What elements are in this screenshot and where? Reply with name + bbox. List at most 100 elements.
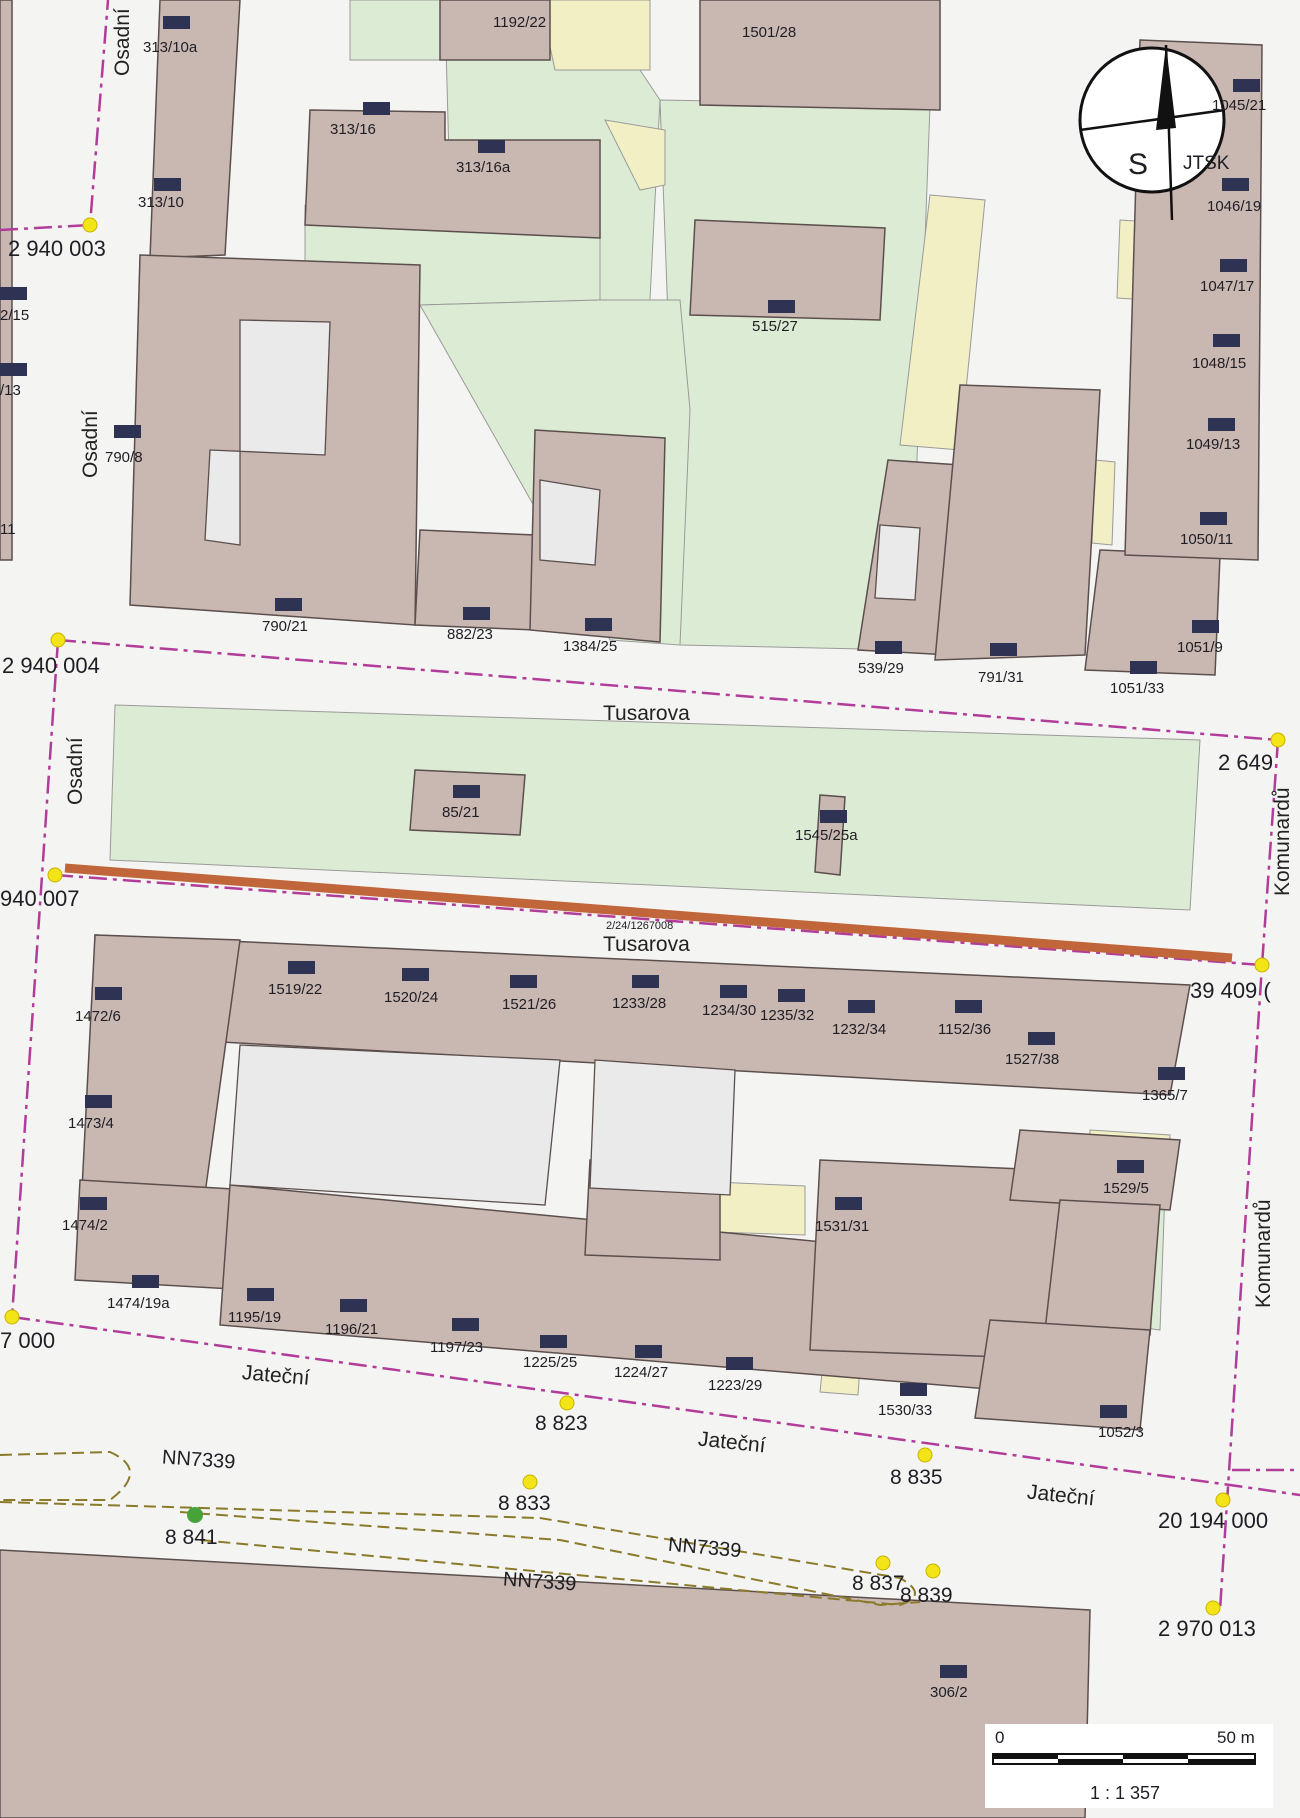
parcel-label: 1472/6 (75, 1008, 121, 1025)
parcel-label: 1527/38 (1005, 1051, 1060, 1068)
parcel-label: 1224/27 (614, 1364, 669, 1381)
street-label: Komunardů (1252, 1199, 1275, 1308)
parcel-marker (540, 1335, 567, 1348)
parcel-marker (402, 968, 429, 981)
node-label: 940 007 (0, 886, 80, 911)
point-label: 8 839 (900, 1584, 953, 1607)
parcel-marker (900, 1383, 927, 1396)
parcel-label: 85/21 (442, 804, 480, 821)
parcel-label: 1384/25 (563, 638, 618, 655)
section-label: 2/24/1267008 (606, 920, 674, 932)
parcel-marker (1117, 1160, 1144, 1173)
parcel-label: 1197/23 (430, 1339, 484, 1356)
parcel-marker (453, 785, 480, 798)
node-label: 7 000 (0, 1328, 56, 1353)
parcel-marker (632, 975, 659, 988)
parcel-label: 1051/33 (1110, 680, 1165, 697)
parcel-marker (114, 425, 141, 438)
parcel-label: 1531/31 (815, 1218, 870, 1235)
parcel-marker (778, 989, 805, 1002)
parcel-label: 11 (0, 521, 16, 538)
parcel-marker (132, 1275, 159, 1288)
parcel-label: 1047/17 (1200, 278, 1255, 295)
parcel-marker (463, 607, 490, 620)
parcel-label: 1234/30 (702, 1002, 757, 1019)
parcel-marker (768, 300, 795, 313)
parcel-label: 1045/21 (1212, 97, 1267, 114)
parcel-label: 2/15 (0, 307, 30, 324)
street-label: Osadní (64, 737, 87, 805)
parcel-label: 313/10 (138, 194, 184, 211)
parcel-label: 1521/26 (502, 996, 557, 1013)
parcel-label: 1474/2 (62, 1217, 108, 1234)
parcel-label: 1501/28 (742, 24, 797, 41)
parcel-marker (85, 1095, 112, 1108)
parcel-label: 313/16a (456, 159, 511, 176)
scale-start: 0 (995, 1728, 1005, 1747)
node-label: 2 970 013 (1158, 1616, 1256, 1641)
parcel-marker (0, 363, 27, 376)
street-label: Osadní (111, 8, 134, 76)
compass-north-letter: S (1128, 148, 1149, 181)
scale-ratio: 1 : 1 357 (1090, 1783, 1161, 1803)
parcel-label: 1051/9 (1177, 639, 1223, 656)
parcel-label: 313/16 (330, 121, 376, 138)
parcel-label: 1152/36 (938, 1021, 992, 1038)
node-label: 2 649 (1218, 750, 1274, 775)
parcel-marker (848, 1000, 875, 1013)
parcel-label: 313/10a (143, 39, 198, 56)
scale-end: 50 m (1217, 1728, 1255, 1747)
street-label: Jateční (241, 1361, 311, 1390)
point-label: 8 833 (498, 1492, 551, 1515)
parcel-marker (95, 987, 122, 1000)
parcel-marker (990, 643, 1017, 656)
street-label: Tusarova (603, 702, 690, 725)
point-label: 8 835 (890, 1466, 943, 1489)
point-label: 8 841 (165, 1526, 218, 1549)
parcel-label: 1530/33 (878, 1402, 933, 1419)
parcel-marker (1100, 1405, 1127, 1418)
parcel-marker (726, 1357, 753, 1370)
parcel-label: 1365/7 (1142, 1087, 1188, 1104)
parcel-marker (154, 178, 181, 191)
parcel-marker (1192, 620, 1219, 633)
parcel-marker (835, 1197, 862, 1210)
parcel-marker (955, 1000, 982, 1013)
parcel-label: 1519/22 (268, 981, 323, 998)
parcel-marker (510, 975, 537, 988)
parcel-marker (0, 287, 27, 300)
parcel-label: 1049/13 (1186, 436, 1241, 453)
parcel-label: 1195/19 (228, 1309, 282, 1326)
parcel-label: 1473/4 (68, 1115, 114, 1132)
parcel-marker (1222, 178, 1249, 191)
parcel-label: 539/29 (858, 660, 904, 677)
parcel-label: 1474/19a (107, 1295, 170, 1312)
parcel-marker (1158, 1067, 1185, 1080)
cable-label: NN7339 (502, 1568, 578, 1596)
parcel-label: 515/27 (752, 318, 798, 335)
parcel-marker (1220, 259, 1247, 272)
parcel-label: 1520/24 (384, 989, 439, 1006)
parcel-marker (820, 810, 847, 823)
parcel-marker (340, 1299, 367, 1312)
parcel-label: 790/8 (105, 449, 143, 466)
parcel-marker (1028, 1032, 1055, 1045)
parcel-marker (288, 961, 315, 974)
parcel-label: 790/21 (262, 618, 308, 635)
scale-graphic (992, 1753, 1256, 1765)
parcel-marker (875, 641, 902, 654)
parcel-marker (163, 16, 190, 29)
parcel-label: 1545/25a (795, 827, 858, 844)
parcel-label: 1529/5 (1103, 1180, 1149, 1197)
node-label: 2 940 004 (2, 653, 100, 678)
compass-rose (1078, 44, 1226, 221)
point-label: 8 837 (852, 1572, 905, 1595)
parcel-marker (585, 618, 612, 631)
parcel-marker (247, 1288, 274, 1301)
street-label: Osadní (79, 410, 102, 478)
parcel-marker (1130, 661, 1157, 674)
parcel-label: 1233/28 (612, 995, 667, 1012)
parcel-marker (275, 598, 302, 611)
